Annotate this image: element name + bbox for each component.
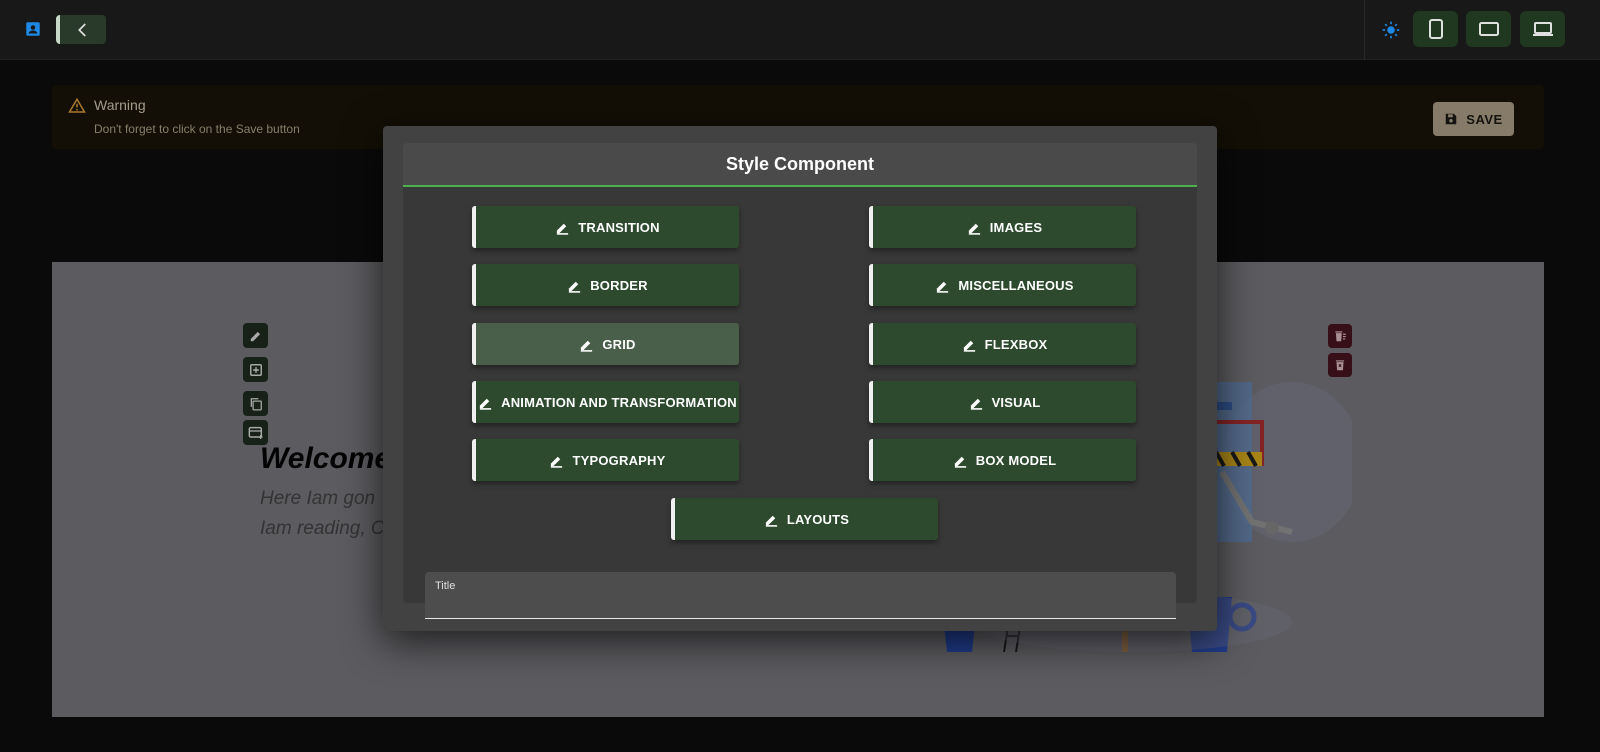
pencil-icon [963, 340, 975, 352]
copy-tool-button[interactable] [243, 391, 268, 416]
animation-label: ANIMATION AND TRANSFORMATION [501, 394, 737, 410]
visual-button[interactable]: VISUAL [869, 381, 1136, 423]
title-field[interactable]: Title [425, 572, 1176, 619]
animation-transformation-button[interactable]: ANIMATION AND TRANSFORMATION [472, 381, 739, 423]
preview-heading: Welcome [260, 442, 392, 475]
top-bar [0, 0, 1600, 60]
preview-subtext: Here Iam gon Iam reading, C [260, 484, 385, 544]
warning-title: Warning [94, 97, 146, 113]
miscellaneous-button[interactable]: MISCELLANEOUS [869, 264, 1136, 306]
tablet-icon [1478, 22, 1499, 36]
preview-subtext-line1: Here Iam gon [260, 488, 376, 509]
miscellaneous-label: MISCELLANEOUS [958, 277, 1074, 293]
typography-button[interactable]: TYPOGRAPHY [472, 439, 739, 481]
border-label: BORDER [590, 277, 648, 293]
grid-button[interactable]: GRID [472, 323, 739, 365]
pencil-icon [970, 398, 982, 410]
laptop-view-button[interactable] [1520, 11, 1565, 47]
save-icon [1446, 113, 1457, 125]
typography-label: TYPOGRAPHY [572, 452, 666, 468]
layouts-button[interactable]: LAYOUTS [671, 498, 938, 540]
top-right-divider [1364, 0, 1365, 60]
images-button[interactable]: IMAGES [869, 206, 1136, 248]
flexbox-label: FLEXBOX [984, 336, 1048, 352]
box-model-label: BOX MODEL [975, 452, 1057, 468]
layouts-label: LAYOUTS [786, 511, 850, 527]
pencil-icon [765, 515, 777, 527]
tablet-view-button[interactable] [1466, 11, 1511, 47]
pencil-icon [480, 398, 492, 410]
grid-label: GRID [602, 336, 636, 352]
delete-button[interactable] [1328, 353, 1352, 377]
pencil-icon [968, 223, 980, 235]
preview-subtext-line2: Iam reading, C [260, 518, 385, 539]
warning-message: Don't forget to click on the Save button [94, 122, 300, 136]
visual-label: VISUAL [991, 394, 1041, 410]
delete-list-button[interactable] [1328, 324, 1352, 348]
chevron-left-icon [78, 22, 86, 37]
add-tool-button[interactable] [243, 357, 268, 382]
add-card-icon [248, 426, 263, 439]
flexbox-button[interactable]: FLEXBOX [869, 323, 1136, 365]
pencil-icon [250, 331, 260, 341]
pencil-icon [557, 223, 569, 235]
pencil-icon [581, 340, 593, 352]
transition-label: TRANSITION [578, 219, 660, 235]
back-button[interactable] [56, 15, 106, 44]
title-field-label: Title [435, 580, 456, 592]
title-input[interactable] [435, 594, 1165, 614]
brightness-icon[interactable] [1380, 19, 1402, 41]
pencil-icon [954, 456, 966, 468]
add-card-tool-button[interactable] [243, 420, 268, 445]
edit-tool-button[interactable] [243, 323, 268, 348]
save-button[interactable]: SAVE [1433, 102, 1514, 136]
box-model-button[interactable]: BOX MODEL [869, 439, 1136, 481]
pencil-icon [937, 281, 949, 293]
save-label: SAVE [1466, 111, 1503, 127]
copy-icon [250, 397, 262, 410]
style-component-dialog: Style Component TRANSITION IMAGES BORDER… [383, 126, 1217, 631]
profile-icon[interactable] [22, 18, 44, 40]
transition-button[interactable]: TRANSITION [472, 206, 739, 248]
pencil-icon [569, 281, 581, 293]
delete-icon [1335, 360, 1345, 371]
images-label: IMAGES [989, 219, 1043, 235]
delete-list-icon [1335, 331, 1346, 342]
warning-icon [68, 97, 86, 113]
pencil-icon [551, 456, 563, 468]
phone-view-button[interactable] [1413, 11, 1458, 47]
dialog-title: Style Component [403, 143, 1197, 187]
border-button[interactable]: BORDER [472, 264, 739, 306]
phone-icon [1428, 19, 1443, 39]
dialog-content: Style Component TRANSITION IMAGES BORDER… [403, 143, 1197, 619]
plus-box-icon [249, 363, 262, 376]
laptop-icon [1532, 22, 1553, 36]
